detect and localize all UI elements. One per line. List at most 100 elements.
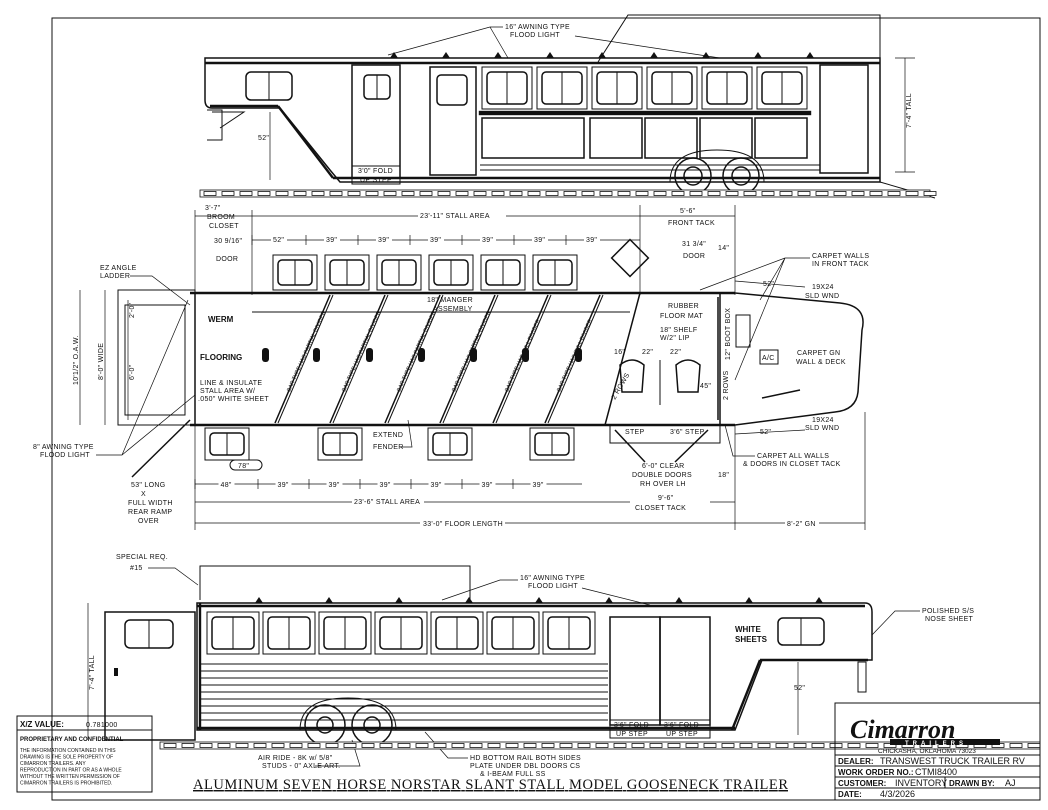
svg-text:78": 78" bbox=[238, 463, 249, 470]
stall-width-dim: 39" bbox=[278, 482, 289, 489]
rail-segment bbox=[775, 743, 789, 748]
svg-text:& I-BEAM FULL SS: & I-BEAM FULL SS bbox=[480, 771, 546, 778]
rail-segment bbox=[271, 743, 285, 748]
svg-text:7'-4" TALL: 7'-4" TALL bbox=[89, 655, 96, 690]
svg-text:8" AWNING TYPE: 8" AWNING TYPE bbox=[33, 444, 94, 451]
rail-segment bbox=[199, 743, 213, 748]
drop-panel bbox=[699, 117, 753, 159]
rail-segment bbox=[523, 743, 537, 748]
rail-segment bbox=[869, 191, 883, 196]
rail-segment bbox=[811, 743, 825, 748]
svg-text:22": 22" bbox=[670, 349, 681, 356]
flood-light-icon bbox=[598, 52, 606, 58]
wheel bbox=[722, 157, 760, 195]
rail-segment bbox=[491, 191, 505, 196]
rail-segment bbox=[347, 191, 361, 196]
tie-ring-icon bbox=[366, 348, 373, 362]
rail-segment bbox=[847, 743, 861, 748]
horse-window bbox=[542, 611, 596, 655]
svg-text:16" AWNING TYPE: 16" AWNING TYPE bbox=[520, 575, 585, 582]
svg-text:52": 52" bbox=[794, 685, 805, 692]
svg-text:3'0" FOLD: 3'0" FOLD bbox=[358, 168, 393, 175]
svg-text:& DOORS IN CLOSET TACK: & DOORS IN CLOSET TACK bbox=[743, 461, 841, 468]
rail-segment bbox=[505, 743, 519, 748]
svg-text:18" MANGER: 18" MANGER bbox=[427, 297, 473, 304]
rail-segment bbox=[1027, 743, 1041, 748]
customer-value: INVENTORY bbox=[895, 778, 947, 788]
awning-box bbox=[597, 14, 881, 63]
drawing-title: ALUMINUM SEVEN HORSE NORSTAR SLANT STALL… bbox=[193, 777, 788, 793]
stall-area-bottom-dim: 23'-6" STALL AREA bbox=[354, 499, 420, 506]
svg-text:5'-6": 5'-6" bbox=[680, 208, 696, 215]
rail-segment bbox=[419, 191, 433, 196]
stall-window bbox=[204, 427, 250, 461]
rail-segment bbox=[613, 743, 627, 748]
wheel bbox=[304, 704, 346, 746]
rail-segment bbox=[379, 743, 393, 748]
rail-segment bbox=[293, 191, 307, 196]
svg-text:UP STEP: UP STEP bbox=[616, 731, 648, 738]
rail-segment bbox=[221, 191, 235, 196]
stall-window bbox=[427, 427, 473, 461]
svg-text:POLISHED S/S: POLISHED S/S bbox=[922, 608, 974, 615]
svg-text:SLD WND: SLD WND bbox=[805, 293, 839, 300]
jack-stand bbox=[857, 661, 867, 693]
svg-text:FENDER: FENDER bbox=[373, 444, 404, 451]
svg-text:CARPET WALLS: CARPET WALLS bbox=[812, 253, 869, 260]
svg-text:FLOOD LIGHT: FLOOD LIGHT bbox=[528, 583, 578, 590]
svg-text:CHICKASHA, OKLAHOMA 73023: CHICKASHA, OKLAHOMA 73023 bbox=[878, 748, 976, 755]
rail-segment bbox=[905, 191, 919, 196]
drop-panel bbox=[589, 117, 643, 159]
flood-light-icon bbox=[395, 597, 403, 603]
flood-light-icon bbox=[325, 597, 333, 603]
stall-window bbox=[428, 254, 474, 291]
rail-segment bbox=[703, 743, 717, 748]
title-block: Cimarron TRAILERS CHICKASHA, OKLAHOMA 73… bbox=[834, 702, 1041, 801]
svg-text:RUBBER: RUBBER bbox=[668, 303, 699, 310]
drawn-by-value: AJ bbox=[1005, 778, 1016, 788]
svg-text:W/2" LIP: W/2" LIP bbox=[660, 335, 690, 342]
fold-up-step bbox=[351, 165, 401, 185]
svg-text:2'-0": 2'-0" bbox=[129, 302, 136, 318]
rail-segment bbox=[275, 191, 289, 196]
drawing-frame bbox=[51, 17, 1041, 801]
tie-ring-icon bbox=[522, 348, 529, 362]
svg-text:3'6" FOLD: 3'6" FOLD bbox=[614, 722, 649, 729]
svg-text:REAR RAMP: REAR RAMP bbox=[128, 509, 172, 516]
jack-stand bbox=[207, 109, 246, 141]
svg-text:STUDS - 0" AXLE ART.: STUDS - 0" AXLE ART. bbox=[262, 763, 340, 770]
front-tack-window bbox=[610, 238, 650, 278]
ground-rail bbox=[199, 189, 937, 198]
svg-text:UP STEP: UP STEP bbox=[666, 731, 698, 738]
rail-segment bbox=[815, 191, 829, 196]
rail-segment bbox=[365, 191, 379, 196]
dealer-value: TRANSWEST TRUCK TRAILER RV bbox=[880, 756, 1025, 766]
horse-window bbox=[430, 611, 484, 655]
rail-segment bbox=[455, 191, 469, 196]
svg-text:3'6" STEP: 3'6" STEP bbox=[670, 429, 705, 436]
gooseneck-outline bbox=[734, 292, 864, 426]
stall-width-dim: 39" bbox=[326, 237, 337, 244]
stall-divider: BAR TYPE HAS FULL DIVIDER bbox=[544, 294, 604, 424]
svg-text:X/Z VALUE:: X/Z VALUE: bbox=[20, 720, 64, 729]
svg-text:53" LONG: 53" LONG bbox=[131, 482, 165, 489]
door-left bbox=[609, 616, 661, 726]
svg-text:9'-6": 9'-6" bbox=[658, 495, 674, 502]
work-order-value: CTMI8400 bbox=[915, 767, 957, 777]
divider-label: BAR TYPE HAS PARTIAL DIVIDER bbox=[396, 310, 437, 392]
stall-width-dim: 39" bbox=[482, 237, 493, 244]
svg-text:CUSTOMER:: CUSTOMER: bbox=[838, 779, 886, 788]
svg-text:18" SHELF: 18" SHELF bbox=[660, 327, 697, 334]
rail-segment bbox=[433, 743, 447, 748]
proprietary-line: DRAWING IS THE SOLE PROPERTY OF bbox=[20, 755, 113, 761]
flood-light-icon bbox=[675, 597, 683, 603]
rail-segment bbox=[743, 191, 757, 196]
stall-window bbox=[529, 427, 575, 461]
rail-segment bbox=[383, 191, 397, 196]
svg-text:16": 16" bbox=[614, 349, 625, 356]
svg-text:18": 18" bbox=[718, 472, 729, 479]
svg-text:FLOORING: FLOORING bbox=[200, 353, 242, 362]
horse-window bbox=[481, 66, 533, 110]
tie-ring-icon bbox=[313, 348, 320, 362]
svg-text:DATE:: DATE: bbox=[838, 790, 862, 799]
